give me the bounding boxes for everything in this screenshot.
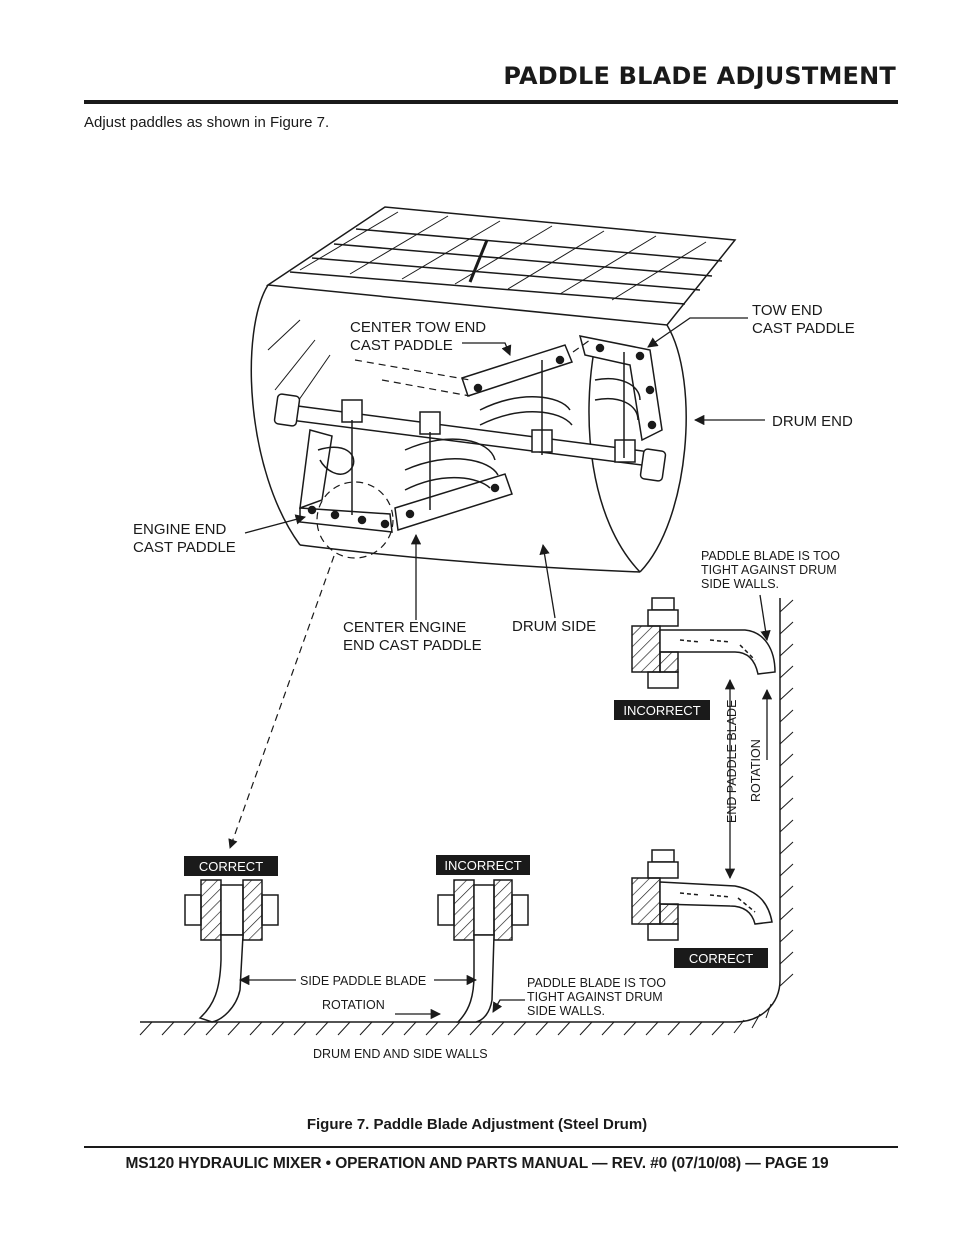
label-too-tight-bottom: PADDLE BLADE IS TOO TIGHT AGAINST DRUM S… bbox=[527, 976, 669, 1018]
side-blade-correct bbox=[184, 879, 279, 1023]
tag-correct-right: CORRECT bbox=[674, 948, 768, 968]
label-side-paddle-blade: SIDE PADDLE BLADE bbox=[300, 974, 426, 988]
label-rotation-vertical: ROTATION bbox=[749, 739, 763, 802]
label-too-tight-top: PADDLE BLADE IS TOO TIGHT AGAINST DRUM S… bbox=[701, 549, 843, 591]
label-end-paddle-blade: END PADDLE BLADE bbox=[725, 700, 739, 823]
end-blade-incorrect bbox=[631, 597, 776, 689]
tag-incorrect-middle: INCORRECT bbox=[436, 855, 530, 875]
label-rotation-bottom: ROTATION bbox=[322, 998, 385, 1012]
intro-text: Adjust paddles as shown in Figure 7. bbox=[84, 114, 330, 131]
page-title: PADDLE BLADE ADJUSTMENT bbox=[503, 62, 896, 90]
figure-caption: Figure 7. Paddle Blade Adjustment (Steel… bbox=[306, 1116, 648, 1133]
svg-text:CORRECT: CORRECT bbox=[689, 951, 753, 966]
label-engine-end: ENGINE END CAST PADDLE bbox=[133, 521, 236, 556]
svg-text:INCORRECT: INCORRECT bbox=[444, 858, 521, 873]
paddle-blade-figure: CENTER TOW END CAST PADDLE TOW END CAST … bbox=[133, 206, 855, 1061]
page-footer: MS120 HYDRAULIC MIXER • OPERATION AND PA… bbox=[125, 1155, 829, 1172]
label-drum-end: DRUM END bbox=[772, 413, 853, 430]
svg-text:INCORRECT: INCORRECT bbox=[623, 703, 700, 718]
side-blade-arrows bbox=[238, 974, 525, 1020]
tag-incorrect-right: INCORRECT bbox=[614, 700, 710, 720]
title-rule bbox=[84, 100, 898, 104]
label-center-engine-end: CENTER ENGINE END CAST PADDLE bbox=[343, 619, 482, 654]
side-blade-incorrect bbox=[437, 879, 529, 1023]
tag-correct-left: CORRECT bbox=[184, 856, 278, 876]
dashed-guides bbox=[228, 339, 591, 849]
drum-grate bbox=[265, 206, 737, 326]
tow-end-paddles bbox=[461, 335, 663, 458]
engine-end-paddles bbox=[299, 420, 513, 533]
footer-rule bbox=[84, 1146, 898, 1148]
figure-labels: CENTER TOW END CAST PADDLE TOW END CAST … bbox=[133, 302, 855, 1061]
drum-walls bbox=[139, 598, 794, 1036]
svg-text:CORRECT: CORRECT bbox=[199, 859, 263, 874]
label-center-tow-end: CENTER TOW END CAST PADDLE bbox=[350, 319, 490, 354]
label-tow-end: TOW END CAST PADDLE bbox=[752, 302, 855, 337]
end-blade-correct bbox=[631, 849, 773, 941]
leader-lines bbox=[244, 317, 771, 642]
label-drum-side: DRUM SIDE bbox=[512, 618, 596, 635]
shaft-assembly bbox=[273, 393, 667, 482]
end-blade-rotation-arrows bbox=[724, 678, 773, 880]
label-drum-walls: DRUM END AND SIDE WALLS bbox=[313, 1047, 488, 1061]
